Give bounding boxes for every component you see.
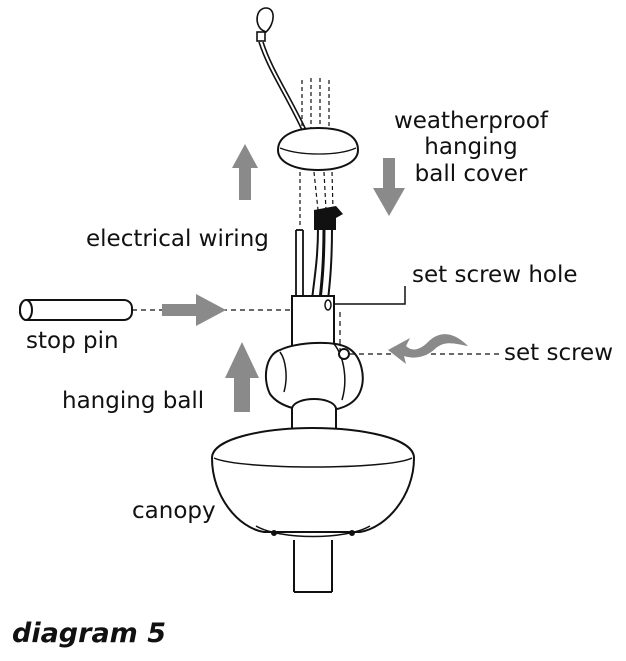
label-hanging-ball: hanging ball	[62, 388, 205, 414]
arrow-up-ball	[225, 342, 259, 412]
label-canopy: canopy	[132, 498, 216, 524]
canopy-shape	[210, 426, 416, 538]
weatherproof-cover	[276, 126, 360, 172]
wire-connector	[314, 206, 343, 230]
set-screw-guide	[339, 312, 500, 355]
diagram-caption: diagram 5	[12, 618, 166, 649]
label-set-screw-hole: set screw hole	[412, 262, 578, 288]
wire-guides-top	[301, 78, 330, 132]
supply-wire-loop	[256, 7, 307, 131]
label-electrical-wiring: electrical wiring	[86, 226, 269, 252]
stop-pin	[19, 299, 133, 321]
label-cover-line-2: hanging	[424, 134, 518, 161]
label-stop-pin: stop pin	[26, 328, 119, 354]
hanging-ball	[264, 341, 364, 412]
label-cover-line-3: ball cover	[414, 160, 528, 187]
label-cover-line-1: weatherproof	[393, 108, 549, 134]
label-weatherproof-cover: weatherproof hanging ball cover	[386, 108, 556, 187]
electrical-wiring	[295, 171, 334, 301]
arrow-down-cover	[373, 158, 405, 216]
downrod-bottom	[293, 540, 333, 593]
set-screw-hole-leader	[334, 286, 406, 305]
label-set-screw: set screw	[504, 340, 614, 366]
arrow-right-stop-pin	[162, 294, 226, 326]
arrow-set-screw	[388, 334, 468, 364]
arrow-up-cover	[232, 144, 258, 200]
